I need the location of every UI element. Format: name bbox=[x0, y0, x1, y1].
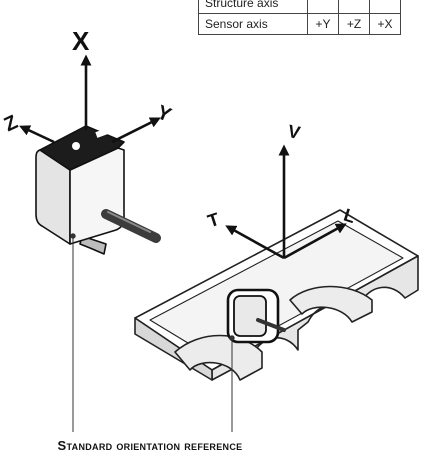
axis-t-arrow bbox=[225, 225, 285, 260]
sensor-face-top bbox=[39, 125, 125, 171]
leader-left-dot bbox=[70, 233, 76, 239]
sensor-antenna bbox=[101, 209, 161, 243]
cell-value: +Z bbox=[338, 13, 370, 35]
standard-orientation-caption: Standard orientation reference bbox=[57, 438, 243, 453]
sensor-foot bbox=[79, 235, 107, 255]
bridge-arch-1 bbox=[174, 334, 263, 381]
structure-axes bbox=[225, 144, 347, 260]
axis-y-label: Y bbox=[154, 101, 175, 127]
cell-value: +Y bbox=[307, 13, 339, 35]
bridge-arch-2 bbox=[289, 285, 373, 323]
axis-y-arrow bbox=[111, 117, 161, 144]
sensor-top-marker bbox=[72, 142, 80, 150]
axis-z-arrow bbox=[19, 125, 55, 144]
large-sensor bbox=[35, 125, 161, 255]
reference-leaders bbox=[70, 233, 235, 432]
axis-x-label: X bbox=[72, 26, 90, 56]
table-row: Structure axis bbox=[198, 0, 401, 14]
mounted-sensor-body bbox=[233, 295, 267, 337]
sensor-top-label bbox=[95, 128, 109, 138]
mounted-sensor-antenna bbox=[256, 318, 286, 332]
leader-right-dot bbox=[229, 335, 235, 341]
cell-value bbox=[307, 0, 339, 14]
row-label: Structure axis bbox=[198, 0, 308, 14]
bridge-mounted-sensor bbox=[226, 288, 286, 344]
sensor-antenna-highlight bbox=[107, 211, 151, 233]
axis-correspondence-table: Structure axis Sensor axis +Y +Z +X bbox=[198, 0, 401, 35]
sensor-face-left bbox=[35, 149, 71, 245]
cell-value bbox=[338, 0, 370, 14]
sensor-axes bbox=[19, 54, 161, 144]
axis-t-label: T bbox=[205, 209, 222, 231]
axis-v-label: V bbox=[286, 121, 302, 143]
row-label: Sensor axis bbox=[198, 13, 308, 35]
axis-z-label: Z bbox=[1, 111, 21, 136]
cell-value: +X bbox=[369, 13, 401, 35]
axis-l-arrow bbox=[283, 223, 347, 260]
table-row: Sensor axis +Y +Z +X bbox=[198, 13, 401, 35]
cell-value bbox=[369, 0, 401, 14]
